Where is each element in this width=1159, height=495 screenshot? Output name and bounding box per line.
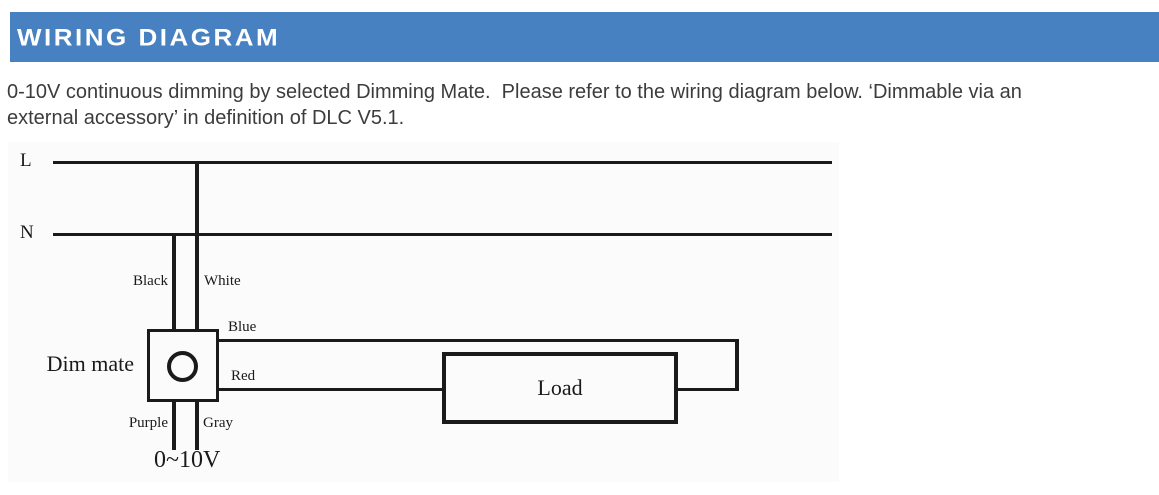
purple-wire-label: Purple [128, 415, 168, 431]
load-label: Load [537, 375, 583, 400]
dim-mate-box [147, 329, 219, 402]
dim-mate-label: Dim mate [46, 351, 134, 376]
blue-wire [217, 339, 739, 342]
description-line-2: external accessory’ in definition of DLC… [7, 107, 405, 129]
control-signal-label: 0~10V [154, 447, 221, 473]
neutral-line-label: N [20, 222, 34, 243]
live-line-wire [53, 161, 832, 164]
live-line-label: L [20, 150, 32, 171]
red-wire-label: Red [231, 368, 256, 384]
blue-wire-label: Blue [228, 319, 257, 335]
white-wire-label: White [204, 273, 241, 289]
return-wire-horizontal [676, 388, 739, 391]
section-title: WIRING DIAGRAM [17, 22, 281, 51]
black-wire [172, 233, 176, 331]
return-wire-vertical [735, 339, 739, 391]
purple-wire [172, 399, 176, 450]
description-paragraph: 0-10V continuous dimming by selected Dim… [7, 79, 1157, 131]
wiring-diagram: L N Black White Dim mate Blue Red Load P… [8, 142, 839, 482]
dim-mate-knob-icon [167, 351, 198, 382]
white-wire [195, 161, 199, 331]
gray-wire [195, 399, 199, 450]
description-line-1: 0-10V continuous dimming by selected Dim… [7, 81, 1022, 103]
black-wire-label: Black [133, 273, 168, 289]
neutral-line-wire [53, 233, 832, 236]
load-box: Load [442, 352, 678, 424]
red-wire [217, 388, 444, 391]
gray-wire-label: Gray [203, 415, 233, 431]
section-header-bar: WIRING DIAGRAM [10, 12, 1159, 62]
